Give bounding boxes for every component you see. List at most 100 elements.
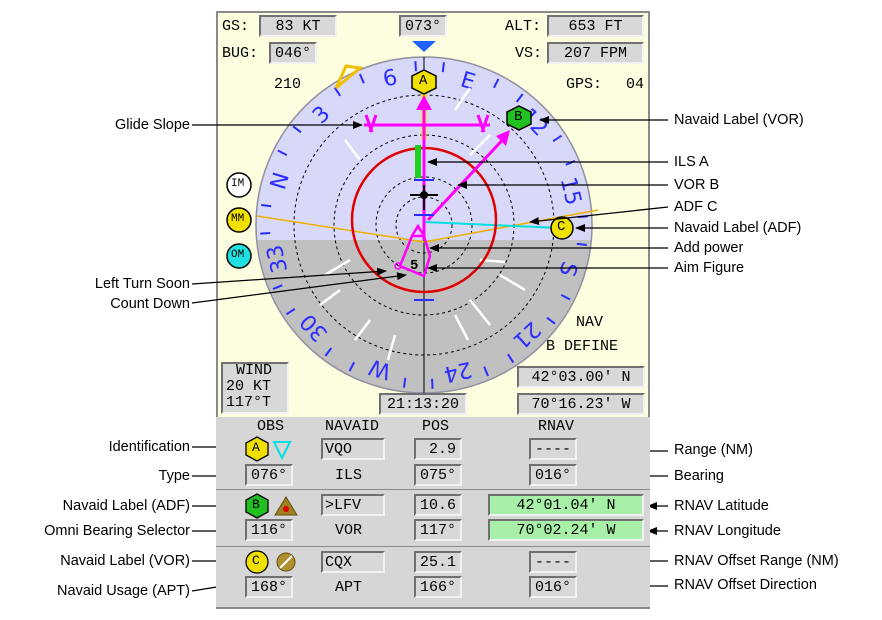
annotation-navaid-label-adf: Navaid Label (ADF) [674, 220, 802, 236]
annotation-aim-figure: Aim Figure [674, 260, 745, 276]
mm-label: MM [231, 213, 245, 225]
row-b-range: 10.6 [414, 494, 462, 516]
vor-b-arrow [496, 130, 510, 146]
row-a-ident[interactable]: VQO [321, 438, 385, 460]
table-divider [216, 489, 650, 490]
vertical-speed-readout: 207 FPM [547, 42, 644, 64]
left-turn-soon-indicator [394, 262, 402, 270]
row-b-obs[interactable]: 116° [245, 519, 293, 541]
longitude-readout: 70°16.23' W [517, 393, 645, 415]
groundspeed-readout: 83 KT [259, 15, 337, 37]
row-a-rnav1[interactable]: ---- [529, 438, 577, 460]
annotation-rnav-offset-range: RNAV Offset Range (NM) [674, 553, 839, 569]
heading-bug-triangle [334, 64, 364, 90]
compass-tick [431, 378, 434, 389]
row-b-ident[interactable]: >LFV [321, 494, 385, 516]
navaid-a-symbol[interactable] [411, 69, 437, 95]
header-obs: OBS [257, 418, 285, 435]
vor-b-needle [426, 132, 510, 222]
horizon-line-left [256, 215, 425, 243]
row-a-range: 2.9 [414, 438, 462, 460]
compass-label: 33 [263, 242, 294, 275]
gps-label: GPS: [566, 76, 603, 93]
compass-tick [324, 347, 333, 357]
annotation-navaid-label-vor-left: Navaid Label (VOR) [60, 553, 190, 569]
row-c-letter: C [252, 553, 260, 568]
row-b-rnav-longitude[interactable]: 70°02.24' W [488, 519, 644, 541]
annotation-obs: Omni Bearing Selector [44, 523, 190, 539]
left-readout: 210 [274, 76, 302, 93]
compass-tick [546, 316, 556, 325]
annotation-add-power: Add power [674, 240, 744, 256]
middle-marker-indicator [226, 207, 252, 233]
wind-direction: 117°T [226, 394, 272, 411]
row-b-rnav-latitude[interactable]: 42°01.04' N [488, 494, 644, 516]
row-a-obs[interactable]: 076° [245, 464, 293, 486]
navaid-b-letter: B [514, 109, 523, 125]
row-a-symbols [245, 436, 292, 462]
annotation-glide-slope: Glide Slope [115, 117, 190, 133]
glide-slope-cross [364, 100, 490, 240]
row-b-bearing: 117° [414, 519, 462, 541]
wind-speed: 20 KT [226, 378, 272, 395]
annotation-rnav-latitude: RNAV Latitude [674, 498, 769, 514]
annotation-ils-a: ILS A [674, 154, 709, 170]
compass-tick [272, 284, 283, 291]
row-c-ident[interactable]: CQX [321, 551, 385, 573]
annotation-count-down: Count Down [110, 296, 190, 312]
time-readout: 21:13:20 [379, 393, 467, 415]
row-b-type: VOR [335, 522, 363, 539]
row-c-range: 25.1 [414, 551, 462, 573]
row-a-rnav2[interactable]: 016° [529, 464, 577, 486]
annotation-adf-c: ADF C [674, 199, 718, 215]
row-c-rnav2[interactable]: 016° [529, 576, 577, 598]
inner-marker-indicator [226, 172, 252, 198]
row-c-bearing: 166° [414, 576, 462, 598]
annotation-arrow [191, 272, 407, 304]
compass-tick [348, 361, 355, 372]
compass-tick [414, 61, 417, 72]
glide-slope-arrow [416, 95, 432, 110]
compass-label: 24 [441, 356, 474, 387]
gs-label: GS: [222, 18, 250, 35]
row-a-type: ILS [335, 467, 363, 484]
bug-readout[interactable]: 046° [269, 42, 317, 64]
table-divider [216, 546, 650, 547]
row-c-symbols [245, 550, 296, 574]
runway-perspective-marks [319, 87, 526, 361]
compass-tick [277, 149, 288, 156]
annotation-navaid-label-adf-left: Navaid Label (ADF) [62, 498, 190, 514]
outer-marker-indicator [226, 243, 252, 269]
b-define-label: B DEFINE [546, 338, 619, 355]
aircraft-symbol [410, 185, 438, 210]
om-label: OM [231, 249, 245, 261]
compass-label: N [266, 170, 295, 193]
row-c-rnav1[interactable]: ---- [529, 551, 577, 573]
compass-tick [552, 134, 563, 142]
compass-tick [515, 93, 524, 103]
navaid-c-letter: C [557, 219, 566, 235]
bug-label: BUG: [222, 45, 259, 62]
compass-label: S [553, 259, 581, 280]
annotation-arrow [191, 267, 387, 285]
alt-label: ALT: [505, 18, 542, 35]
row-c-obs[interactable]: 168° [245, 576, 293, 598]
row-b-symbols [245, 493, 298, 519]
annotation-left-turn-soon: Left Turn Soon [94, 276, 190, 292]
gps-value: 04 [626, 76, 645, 93]
compass-tick [260, 232, 271, 235]
annotation-arrow [529, 206, 669, 226]
row-c-type: APT [335, 579, 363, 596]
compass-label: 6 [381, 65, 400, 93]
center-tick-marks [414, 179, 434, 301]
nav-mode-label: NAV [576, 314, 604, 331]
annotation-navaid-label-vor: Navaid Label (VOR) [674, 112, 804, 128]
annotation-identification: Identification [108, 439, 190, 455]
navaid-b-symbol[interactable] [506, 105, 532, 131]
navaid-c-symbol[interactable] [550, 216, 574, 240]
header-navaid: NAVAID [325, 418, 380, 435]
annotation-navaid-usage-apt: Navaid Usage (APT) [57, 583, 190, 599]
navaid-a-letter: A [419, 73, 428, 89]
compass-tick [333, 86, 341, 97]
